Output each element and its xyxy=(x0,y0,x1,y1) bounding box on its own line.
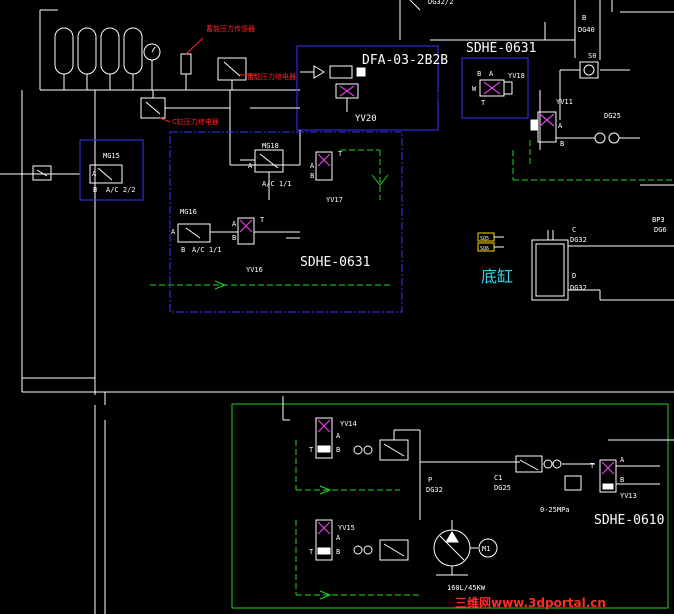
yv13-t: T xyxy=(590,462,595,470)
bottom-pump-station: YV14 A T B YV15 A T B xyxy=(231,396,674,609)
sdhe-top-title: SDHE-0631 xyxy=(466,41,536,56)
sdhe-bottom-title: SDHE-0610 xyxy=(594,513,664,528)
yv13-label: YV13 xyxy=(620,492,637,500)
mg15-label: MG15 xyxy=(103,152,120,160)
accumulator-pressure-sensor: 蓄能压力传感器 xyxy=(180,24,255,90)
yv15-t: T xyxy=(309,548,314,556)
pressure-gauge xyxy=(143,43,161,90)
dg32-c-label: DG32 xyxy=(570,236,587,244)
ac22-label: A/C 2/2 xyxy=(106,186,136,194)
yv16-t: T xyxy=(260,216,265,224)
port-b-label: B xyxy=(477,70,481,78)
dg40-label: DG40 xyxy=(578,26,595,34)
sdhe-mid-title: SDHE-0631 xyxy=(300,255,370,270)
mg15-valve: MG15 A B A/C 2/2 xyxy=(79,139,144,201)
yv16-label: YV16 xyxy=(246,266,263,274)
yv15-label: YV15 xyxy=(338,524,355,532)
mg15-a: A xyxy=(92,170,97,178)
bottom-cylinder-label: 底缸 xyxy=(481,267,513,286)
top-right-section: B DG40 S0 DG32/2 xyxy=(399,0,674,150)
yv11-label: YV11 xyxy=(556,98,573,106)
watermark: 三维网www.3dportal.cn xyxy=(455,595,606,610)
yv20-label: YV20 xyxy=(355,114,377,124)
sq-a-label: SQ5 xyxy=(480,236,489,242)
sq-b-label: SQ6 xyxy=(480,246,489,252)
d-right-label: D xyxy=(572,272,576,280)
mg18-label: MG18 xyxy=(262,142,279,150)
yv1-note: 与YV1搭电/不接通 xyxy=(368,91,442,103)
ac11-a-label: A/C 1/1 xyxy=(262,180,292,188)
mg18-a: A xyxy=(248,162,253,170)
c1-label: C1 xyxy=(494,474,502,482)
motor-label: M1 xyxy=(482,545,490,553)
yv14-t: T xyxy=(309,446,314,454)
bp3-label: BP3 xyxy=(652,216,665,224)
yv11-b: B xyxy=(560,140,564,148)
ac11-b-label: A/C 1/1 xyxy=(192,246,222,254)
mg16-label: MG16 xyxy=(180,208,197,216)
b-top-label: B xyxy=(582,14,586,22)
yv17-label: YV17 xyxy=(326,196,343,204)
yv15-b: B xyxy=(336,548,340,556)
yv18-label: YV18 xyxy=(508,72,525,80)
dg25-top-label: DG25 xyxy=(604,112,621,120)
accumulator-bank xyxy=(39,9,300,91)
left-valve-label: 调速电机(90 T1) xyxy=(25,141,79,150)
c-right-label: C xyxy=(572,226,576,234)
dg25-c1-label: DG25 xyxy=(494,484,511,492)
sdhe-top-valve: SDHE-0631 B A W T YV18 xyxy=(461,41,536,119)
yv13-a: A xyxy=(620,456,625,464)
yv17-t: T xyxy=(338,150,343,158)
accum-relay-label: 蓄能压力继电器 xyxy=(247,72,296,81)
port-a-label: A xyxy=(489,70,494,78)
p-label: P xyxy=(428,476,432,484)
mg15-b: B xyxy=(93,186,97,194)
c-relay-label: C缸压力继电器 xyxy=(172,117,219,126)
yv14-b: B xyxy=(336,446,340,454)
s0-label: S0 xyxy=(588,52,596,60)
dfa-title: DFA-03-2B2B xyxy=(362,53,448,68)
yv14-label: YV14 xyxy=(340,420,357,428)
left-main-lines: 调速电机(90 T1) xyxy=(0,90,674,614)
pressure-label: 0-25MPa xyxy=(540,506,570,514)
yv17-a: A xyxy=(310,162,315,170)
yv16-b: B xyxy=(232,234,236,242)
dg32-d-label: DG32 xyxy=(570,284,587,292)
sdhe-mid-block: MG18 A A/C 1/1 溢流板 A B T YV17 MG16 A B A… xyxy=(150,131,403,313)
accumulator-pressure-relay: 蓄能压力继电器 xyxy=(217,57,296,90)
yv16-a: A xyxy=(232,220,237,228)
yv11-a: A xyxy=(558,122,563,130)
mg16-b: B xyxy=(181,246,185,254)
yv15-a: A xyxy=(336,534,341,542)
dfa-valve-block: DFA-03-2B2B 与YV1搭电/不接通 YV20 xyxy=(296,45,448,131)
outlet-note: 溢流板 xyxy=(266,201,287,210)
bottom-cylinder: BP3 DG6 C DG32 D DG32 SQ5 SQ6 底缸 xyxy=(477,184,674,301)
yv14-a: A xyxy=(336,432,341,440)
bp-dg-label: DG6 xyxy=(654,226,667,234)
port-w-label: W xyxy=(472,85,477,93)
yv17-b: B xyxy=(310,172,314,180)
svg-text:DG32/2: DG32/2 xyxy=(428,0,453,6)
yv13-b: B xyxy=(620,476,624,484)
dg32-p-label: DG32 xyxy=(426,486,443,494)
yv11-valve: YV11 A B DG25 xyxy=(512,98,674,181)
accum-sensor-label: 蓄能压力传感器 xyxy=(206,24,255,33)
port-t-label: T xyxy=(481,99,486,107)
c-cylinder-pressure-relay: C缸压力继电器 xyxy=(140,90,231,165)
mg16-a: A xyxy=(171,228,176,236)
power-label: 160L/45KW xyxy=(447,584,486,592)
